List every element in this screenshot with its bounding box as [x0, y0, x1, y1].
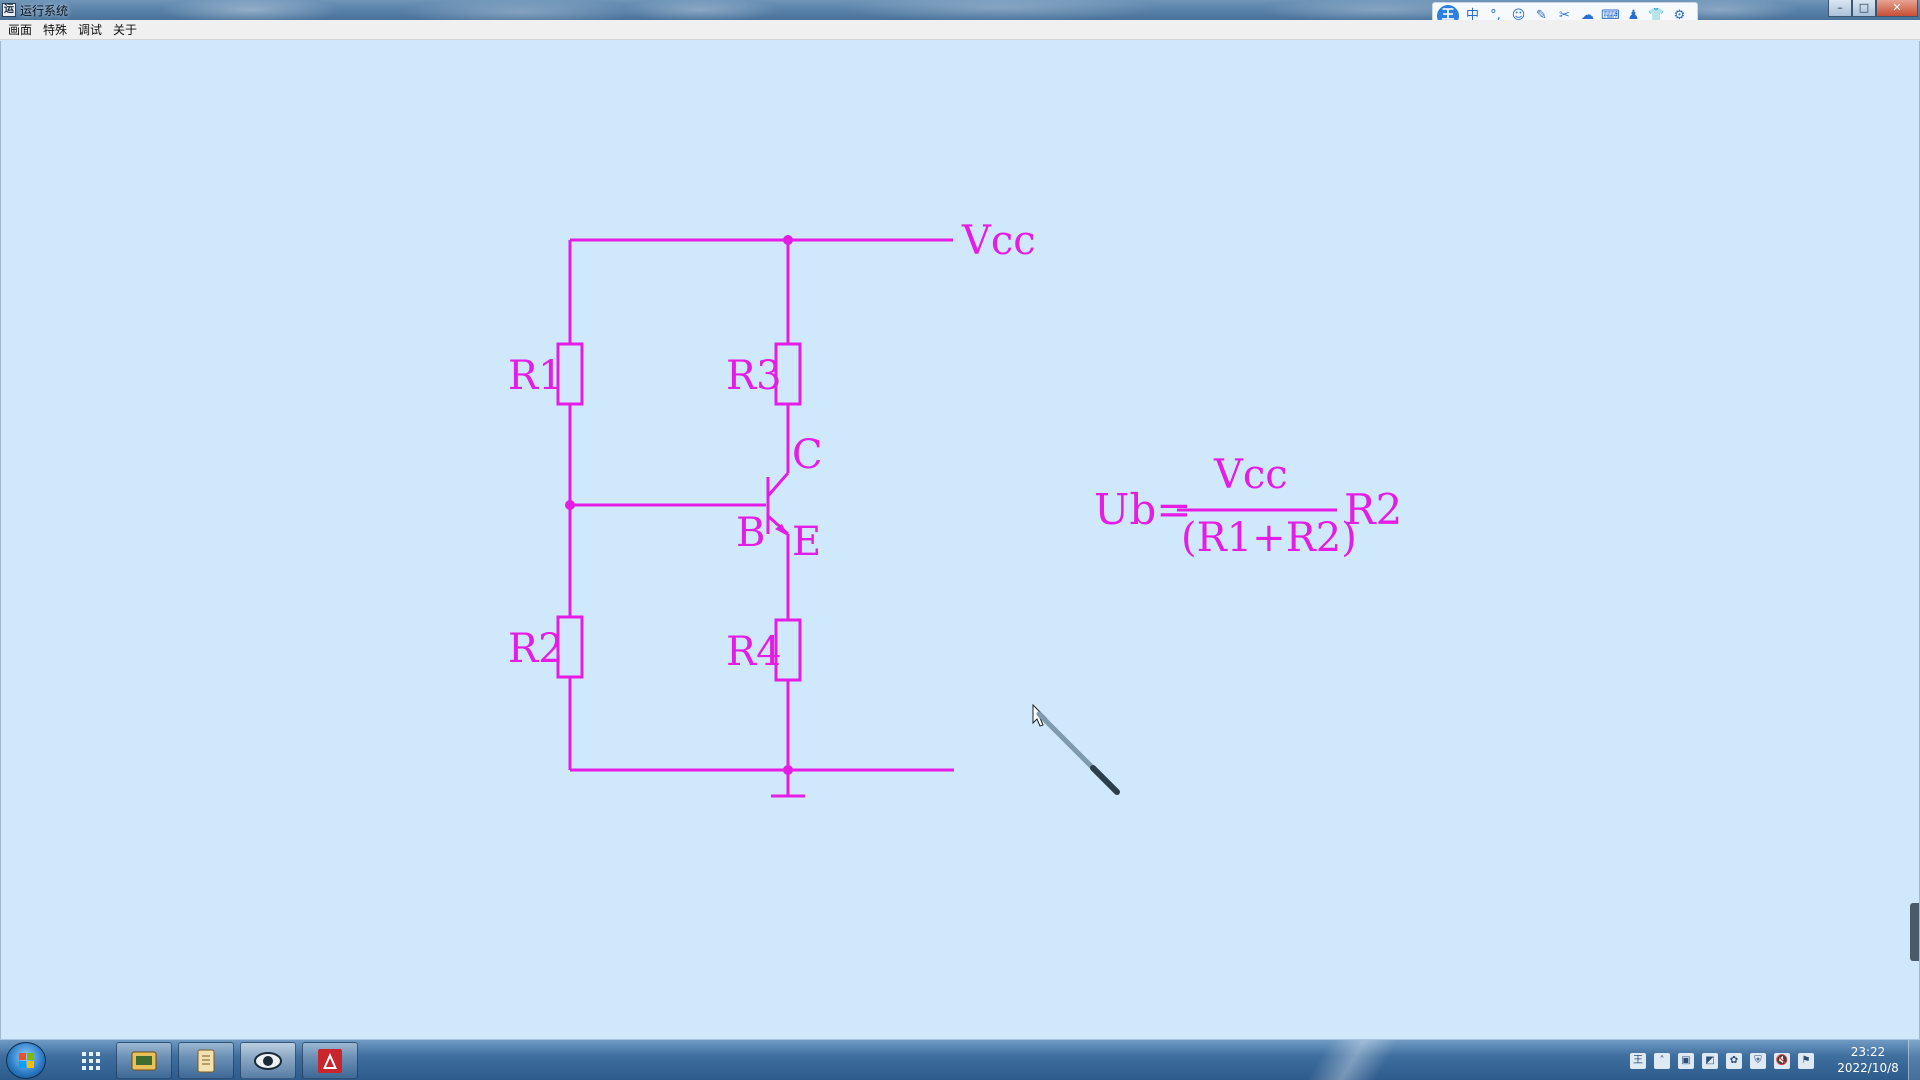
app-icon[interactable]: 运 — [2, 3, 16, 17]
ime-punctuation-icon[interactable]: °, — [1490, 8, 1501, 23]
tray-shield-icon[interactable]: ⛨ — [1750, 1053, 1766, 1069]
formula-multiplier: R2 — [1344, 485, 1402, 534]
formula-denominator: (R1+R2) — [1181, 515, 1357, 561]
menu-item-about[interactable]: 关于 — [113, 22, 138, 37]
r4-label: R4 — [726, 629, 782, 675]
side-scroll-handle[interactable] — [1910, 903, 1919, 961]
taskbar-autocad-app[interactable] — [302, 1042, 358, 1079]
ime-user-icon[interactable]: ♟ — [1627, 8, 1640, 23]
collector-label: C — [792, 432, 823, 478]
base-label: B — [736, 510, 765, 556]
pen-stroke-tip — [1090, 765, 1120, 795]
vcc-label: Vcc — [961, 218, 1036, 264]
taskbar: 王 ˄ ▣ ◩ ✿ ⛨ 🔇 ⚑ 23:22 2022/10/8 — [0, 1039, 1920, 1080]
formula-numerator: Vcc — [1213, 452, 1288, 498]
show-desktop-button[interactable] — [1908, 1040, 1920, 1080]
r3-label: R3 — [726, 353, 782, 399]
drawing-canvas[interactable]: Vcc R1 R2 R3 R4 C B E Ub= Vcc (R1+R2) R2 — [0, 41, 1920, 1039]
ime-scissors-icon[interactable]: ✂ — [1559, 8, 1570, 23]
junction-base — [565, 500, 575, 510]
hmi-app-icon — [131, 1051, 157, 1070]
maximize-button[interactable]: □ — [1852, 0, 1876, 17]
ime-skin-icon[interactable]: 👕 — [1648, 8, 1665, 23]
window-title: 运行系统 — [20, 4, 69, 18]
junction-ground — [783, 765, 793, 775]
autocad-icon — [318, 1048, 342, 1073]
start-button[interactable] — [6, 1042, 46, 1079]
minimize-button[interactable]: – — [1828, 0, 1852, 17]
menu-bar: 画面 特殊 调试 关于 — [0, 20, 1920, 40]
taskbar-hmi-app[interactable] — [116, 1042, 172, 1079]
app-grid-icon[interactable] — [82, 1052, 100, 1070]
taskbar-eye-app[interactable] — [240, 1042, 296, 1079]
clock-time: 23:22 — [1850, 1045, 1886, 1059]
formula-lhs: Ub= — [1094, 485, 1191, 534]
ime-settings-icon[interactable]: ⚙ — [1673, 8, 1686, 23]
ime-keyboard-icon[interactable]: ⌨ — [1601, 8, 1620, 23]
menu-item-debug[interactable]: 调试 — [78, 22, 103, 37]
window-controls: – □ ✕ — [1828, 0, 1918, 18]
system-tray: 王 ˄ ▣ ◩ ✿ ⛨ 🔇 ⚑ — [1630, 1048, 1814, 1074]
tray-action-center-icon[interactable]: ⚑ — [1798, 1053, 1814, 1069]
close-button[interactable]: ✕ — [1876, 0, 1918, 17]
tray-app-icon[interactable]: ▣ — [1678, 1053, 1694, 1069]
eye-app-icon — [254, 1051, 282, 1070]
emitter-arrow-icon — [775, 524, 788, 536]
tray-network-app-icon[interactable]: ◩ — [1702, 1053, 1718, 1069]
tray-flower-icon[interactable]: ✿ — [1726, 1053, 1742, 1069]
ime-chinese-mode-icon[interactable]: 中 — [1465, 8, 1479, 23]
r2-label: R2 — [508, 626, 564, 672]
tray-ime-icon[interactable]: 王 — [1630, 1053, 1646, 1069]
tray-expand-icon[interactable]: ˄ — [1654, 1053, 1670, 1069]
circuit-diagram: Vcc R1 R2 R3 R4 C B E Ub= Vcc (R1+R2) R2 — [508, 218, 1402, 798]
taskbar-clock[interactable]: 23:22 2022/10/8 — [1828, 1044, 1908, 1076]
menu-item-special[interactable]: 特殊 — [43, 22, 68, 37]
tray-volume-muted-icon[interactable]: 🔇 — [1774, 1053, 1790, 1069]
notes-app-icon — [197, 1049, 215, 1072]
clock-date: 2022/10/8 — [1837, 1061, 1899, 1075]
r1-label: R1 — [508, 353, 564, 399]
emitter-label: E — [792, 519, 821, 565]
menu-item-screen[interactable]: 画面 — [8, 22, 33, 37]
transistor-collector-lead — [766, 472, 790, 497]
taskbar-notes-app[interactable] — [178, 1042, 234, 1079]
junction-top — [783, 235, 793, 245]
ime-cloud-icon[interactable]: ☁ — [1581, 8, 1594, 23]
ime-emoji-icon[interactable]: ☺ — [1511, 8, 1526, 23]
windows-logo-icon — [19, 1053, 35, 1069]
ime-handwriting-icon[interactable]: ✎ — [1536, 8, 1547, 23]
